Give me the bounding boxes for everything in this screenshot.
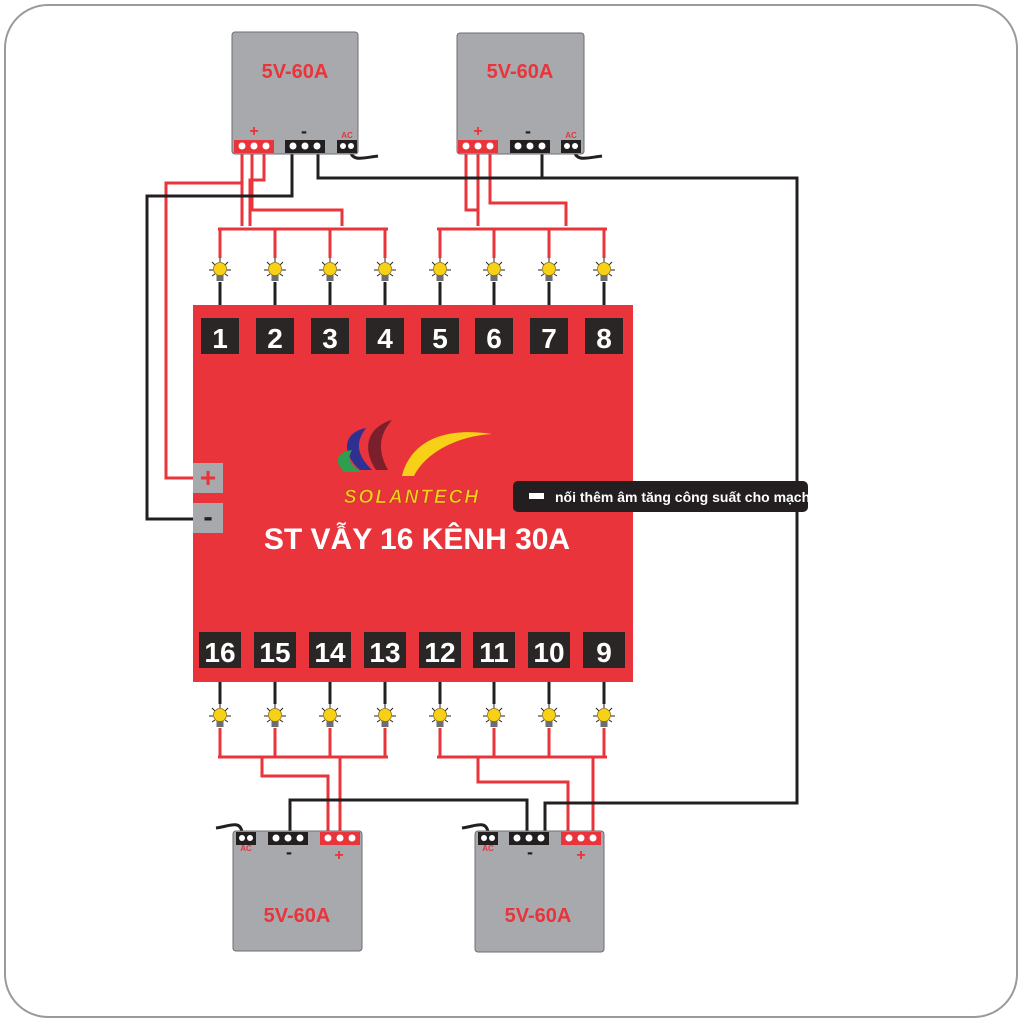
board-minus-terminal: - [193,501,223,533]
light-bulb-icon [483,704,505,727]
psu-1-ac: AC [341,131,353,140]
channel-1-terminal: 1 [201,318,239,354]
channel-15-terminal: 15 [254,632,296,668]
psu-1-plus: + [249,123,258,140]
light-bulb-icon [593,704,615,727]
brand-name: SOLANTECH [344,487,480,508]
psu-2-ac: AC [565,131,577,140]
channel-7-label: 7 [541,323,557,354]
psu-top-right: 5V-60A + - AC [456,32,585,155]
light-bulb-icon [429,258,451,281]
channel-3-terminal: 3 [311,318,349,354]
channel-6-label: 6 [486,323,502,354]
channel-2-terminal: 2 [256,318,294,354]
solantech-logo: SOLANTECH [337,416,492,508]
light-bulb-icon [319,704,341,727]
channel-10-terminal: 10 [528,632,570,668]
channel-12-terminal: 12 [419,632,461,668]
bottom-terminal-row: 16 15 14 13 12 11 10 9 [199,632,625,668]
channel-8-terminal: 8 [585,318,623,354]
light-bulb-icon [374,258,396,281]
psu-1-minus: - [301,121,307,141]
psu-2-plus: + [473,123,482,140]
psu-3-label: 5V-60A [264,905,331,927]
light-bulb-icon [593,258,615,281]
psu-4-ac: AC [482,844,494,853]
light-bulb-icon [374,704,396,727]
extra-negative-note: nối thêm âm tăng công suất cho mạch [513,481,810,512]
light-bulb-icon [538,258,560,281]
channel-11-label: 11 [479,637,509,668]
psu-4-ac-terminal [478,832,498,845]
psu-4-minus: - [527,842,533,862]
psu-4-plus: + [576,847,585,864]
psu-4-label: 5V-60A [505,905,572,927]
psu-2-minus: - [525,121,531,141]
psu-2-label: 5V-60A [487,61,554,83]
channel-3-label: 3 [322,323,338,354]
channel-13-terminal: 13 [364,632,406,668]
light-bulb-icon [538,704,560,727]
light-bulb-icon [483,258,505,281]
board-plus-terminal: + [193,462,223,493]
channel-1-label: 1 [212,323,228,354]
psu-1-ac-terminal [337,140,357,153]
channel-9-terminal: 9 [583,632,625,668]
channel-7-terminal: 7 [530,318,568,354]
board-plus-symbol: + [200,462,216,493]
channel-16-label: 16 [204,637,235,668]
top-terminal-row: 1 2 3 4 5 6 7 8 [201,318,623,354]
channel-6-terminal: 6 [475,318,513,354]
light-bulb-icon [264,704,286,727]
channel-14-terminal: 14 [309,632,351,668]
psu-3-ac: AC [240,844,252,853]
board-title: ST VẪY 16 KÊNH 30A [264,522,570,556]
psu-3-ac-terminal [236,832,256,845]
psu-top-left: 5V-60A + - AC [231,31,359,155]
board-minus-symbol: - [203,501,212,532]
light-bulb-icon [209,258,231,281]
channel-15-label: 15 [259,637,290,668]
channel-5-label: 5 [432,323,448,354]
channel-9-label: 9 [596,637,612,668]
channel-11-terminal: 11 [473,632,515,668]
psu-bottom-right: 5V-60A + - AC [474,830,605,953]
channel-2-label: 2 [267,323,283,354]
psu-1-label: 5V-60A [262,61,329,83]
channel-5-terminal: 5 [421,318,459,354]
channel-8-label: 8 [596,323,612,354]
light-bulb-icon [319,258,341,281]
psu-2-ac-terminal [561,140,581,153]
channel-16-terminal: 16 [199,632,241,668]
light-bulb-icon [429,704,451,727]
channel-10-label: 10 [533,637,564,668]
channel-4-label: 4 [377,323,393,354]
channel-12-label: 12 [424,637,455,668]
channel-14-label: 14 [314,637,346,668]
psu-bottom-left: 5V-60A + - AC [232,830,363,952]
light-bulb-icon [209,704,231,727]
channel-13-label: 13 [369,637,400,668]
channel-4-terminal: 4 [366,318,404,354]
bulb-group [209,258,615,727]
note-minus-icon [529,493,544,499]
psu-3-plus: + [334,847,343,864]
note-text: nối thêm âm tăng công suất cho mạch [555,489,810,505]
light-bulb-icon [264,258,286,281]
psu-3-minus: - [286,842,292,862]
